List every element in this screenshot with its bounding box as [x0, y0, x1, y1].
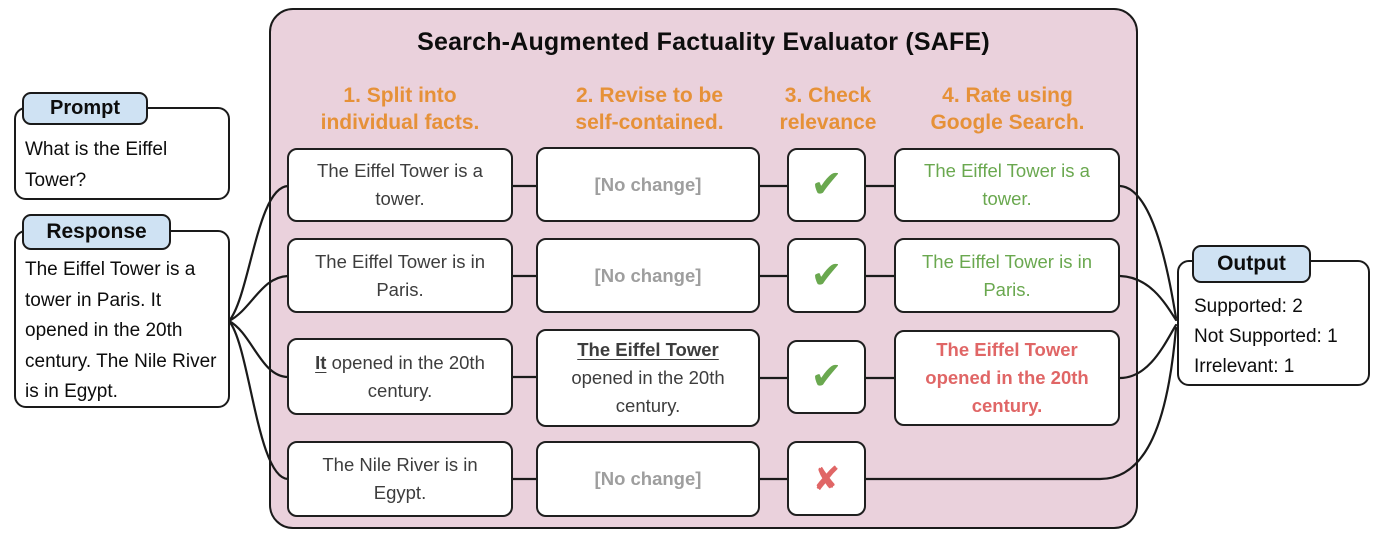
rating-box-row3: The Eiffel Tower opened in the 20th cent… [894, 330, 1120, 426]
fact-text: It opened in the 20th century. [315, 351, 485, 401]
rating-text-not-supported: The Eiffel Tower opened in the 20th cent… [925, 339, 1089, 416]
response-box: The Eiffel Tower is a tower in Paris. It… [14, 230, 230, 408]
rating-box-row1: The Eiffel Tower is a tower. [894, 148, 1120, 222]
output-line-not-supported: Not Supported: 1 [1194, 326, 1338, 347]
cross-icon: ✘ [812, 460, 841, 497]
fact-box-row2: The Eiffel Tower is in Paris. [287, 238, 513, 313]
step-header-relevance: 3. Check relevance [779, 84, 877, 134]
rating-box-row2: The Eiffel Tower is in Paris. [894, 238, 1120, 313]
revision-text: [No change] [594, 173, 702, 195]
revision-text: [No change] [594, 468, 702, 489]
check-icon: ✔ [810, 164, 843, 206]
relevance-box-row1: ✔ [787, 148, 866, 222]
prompt-text: What is the Eiffel Tower? [25, 139, 168, 191]
revision-box-row4: [No change] [536, 441, 760, 517]
revision-text: The Eiffel Tower opened in the 20th cent… [571, 339, 725, 416]
fact-text: The Nile River is in Egypt. [322, 454, 478, 503]
fact-box-row1: The Eiffel Tower is a tower. [287, 148, 513, 222]
check-icon: ✔ [810, 356, 843, 398]
fact-box-row3: It opened in the 20th century. [287, 338, 513, 415]
output-label: Output [1192, 245, 1311, 283]
safe-panel-title: Search-Augmented Factuality Evaluator (S… [417, 28, 990, 56]
relevance-box-row2: ✔ [787, 238, 866, 313]
step-header-revise: 2. Revise to be self-contained. [575, 84, 724, 134]
rating-text-supported: The Eiffel Tower is a tower. [924, 160, 1090, 209]
response-label: Response [22, 214, 171, 250]
output-line-supported: Supported: 2 [1194, 296, 1303, 317]
check-icon: ✔ [810, 254, 843, 297]
step-header-split: 1. Split into individual facts. [320, 84, 480, 134]
step-header-rate: 4. Rate using Google Search. [930, 84, 1085, 134]
prompt-label: Prompt [22, 92, 148, 125]
output-line-irrelevant: Irrelevant: 1 [1194, 356, 1295, 377]
relevance-box-row4: ✘ [787, 441, 866, 516]
revision-box-row2: [No change] [536, 238, 760, 313]
fact-text: The Eiffel Tower is a tower. [317, 160, 483, 209]
revision-box-row3: The Eiffel Tower opened in the 20th cent… [536, 329, 760, 427]
rating-text-supported: The Eiffel Tower is in Paris. [921, 250, 1092, 300]
revision-text: [No change] [594, 264, 702, 286]
fact-text: The Eiffel Tower is in Paris. [314, 250, 485, 300]
relevance-box-row3: ✔ [787, 340, 866, 414]
revision-box-row1: [No change] [536, 147, 760, 222]
response-text: The Eiffel Tower is a tower in Paris. It… [25, 259, 217, 402]
fact-box-row4: The Nile River is in Egypt. [287, 441, 513, 517]
